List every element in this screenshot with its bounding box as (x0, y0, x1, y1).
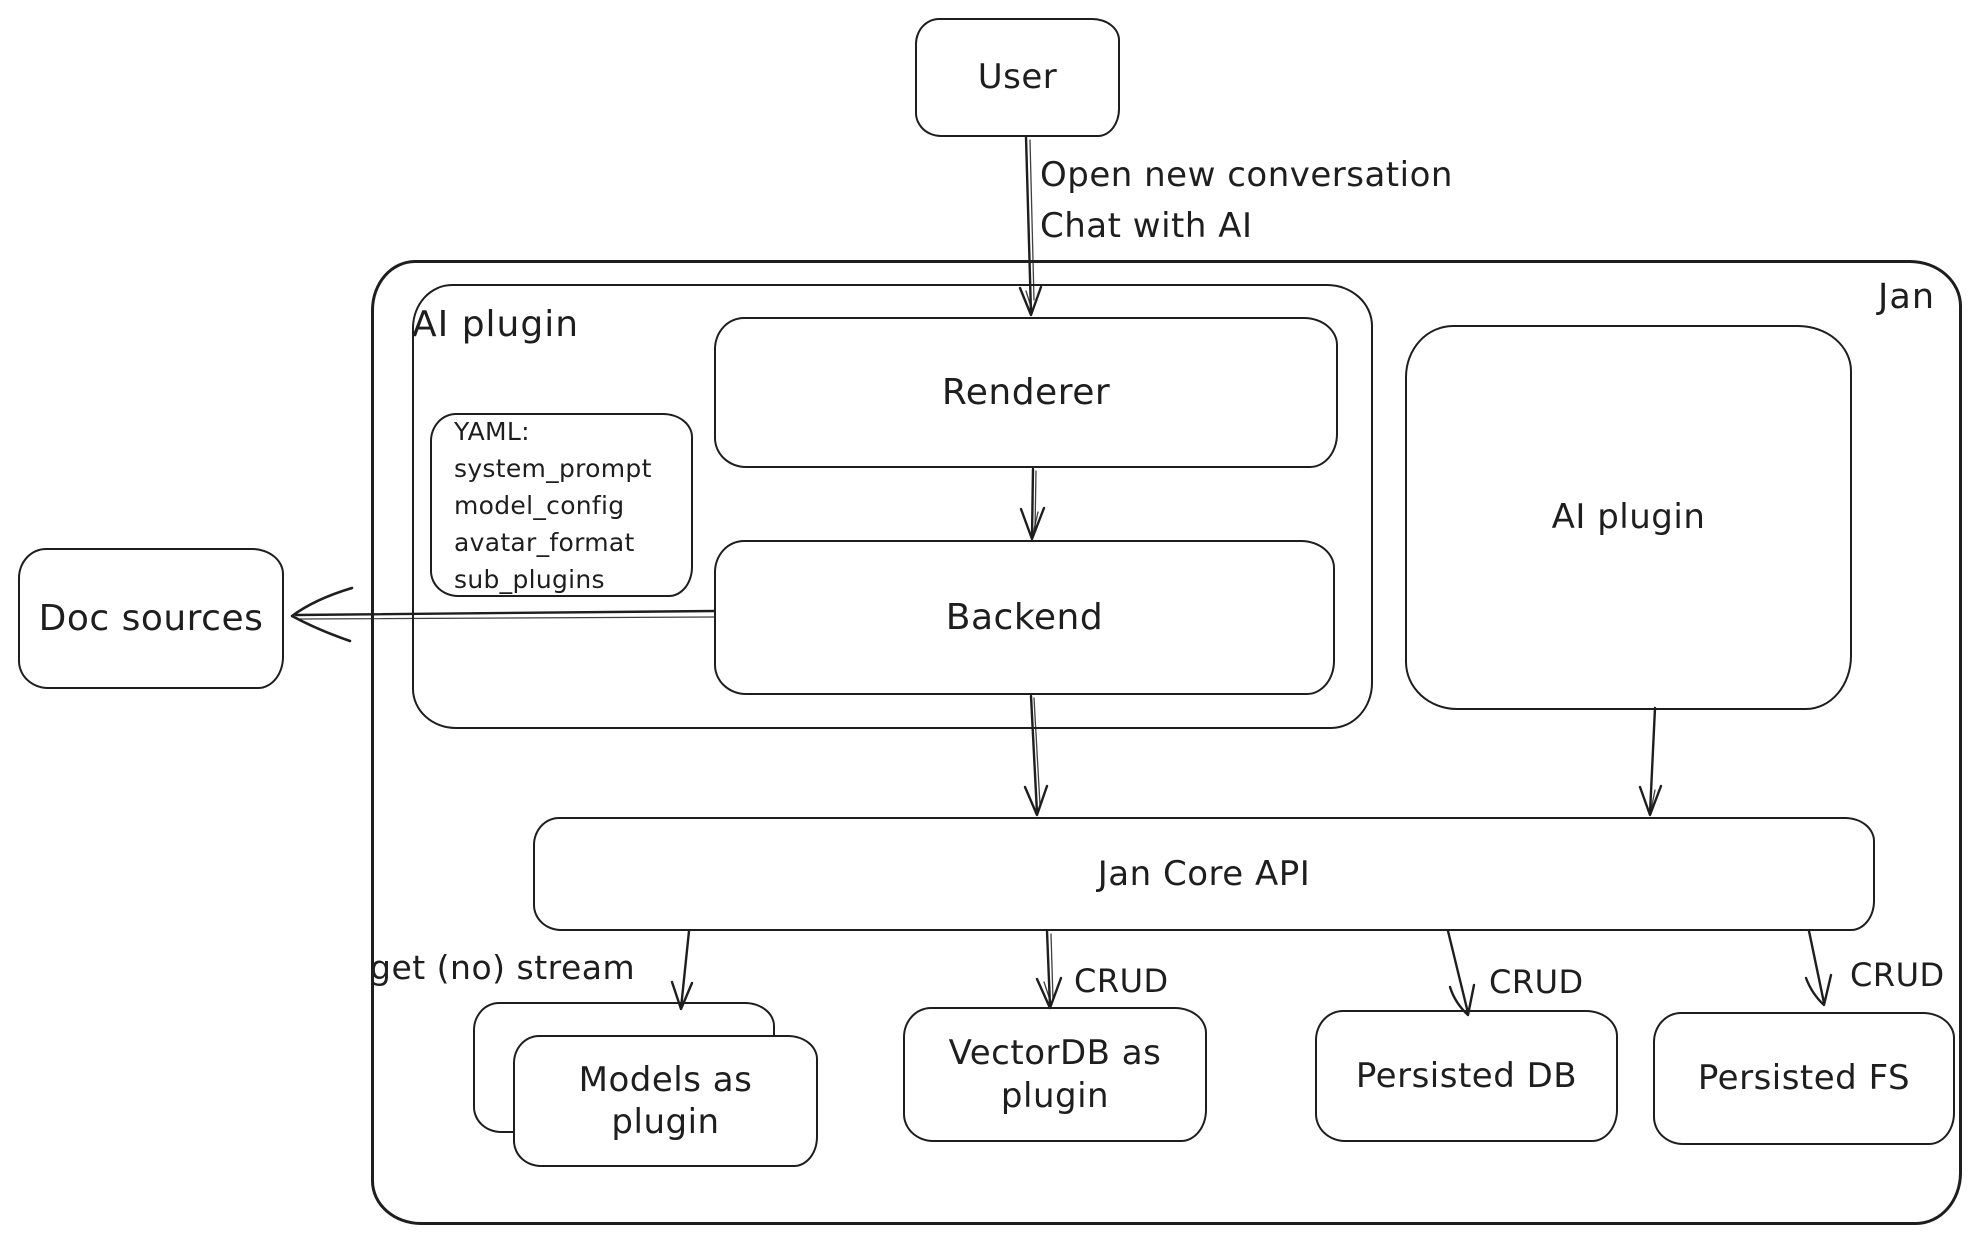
node-renderer-label: Renderer (941, 372, 1111, 413)
yaml-line-title: YAML: (454, 416, 530, 446)
node-backend-label: Backend (945, 597, 1104, 638)
node-vectordb-plugin-label: VectorDB as plugin (948, 1033, 1162, 1116)
node-user-label: User (977, 57, 1058, 98)
edge-label-get-no-stream: get (no) stream (370, 948, 636, 987)
jan-container-label: Jan (1878, 277, 1935, 317)
node-doc-sources: Doc sources (18, 548, 284, 689)
node-backend: Backend (714, 540, 1335, 695)
edge-label-crud-persisted-db: CRUD (1489, 963, 1584, 1001)
node-jan-container: Jan (371, 260, 1962, 1225)
node-persisted-fs-label: Persisted FS (1697, 1058, 1911, 1099)
edge-label-open-conversation-line2: Chat with AI (1040, 206, 1253, 246)
edge-label-crud-persisted-fs: CRUD (1850, 956, 1945, 994)
node-persisted-fs: Persisted FS (1653, 1012, 1955, 1145)
node-yaml-note: YAML: system_prompt model_config avatar_… (430, 413, 693, 597)
node-ai-plugin: AI plugin (1405, 325, 1852, 710)
yaml-note-lines: YAML: system_prompt model_config avatar_… (432, 413, 691, 598)
yaml-line-model-config: model_config (454, 490, 625, 520)
node-jan-core-api-label: Jan Core API (1097, 853, 1311, 894)
node-models-plugin: Models as plugin (513, 1035, 818, 1167)
edge-label-crud-vectordb: CRUD (1074, 962, 1169, 1000)
node-renderer: Renderer (714, 317, 1338, 468)
node-doc-sources-label: Doc sources (38, 598, 264, 639)
node-persisted-db-label: Persisted DB (1355, 1055, 1578, 1096)
edge-label-open-conversation-line1: Open new conversation (1040, 155, 1453, 195)
yaml-line-sub-plugins: sub_plugins (454, 564, 605, 594)
node-ai-plugin-container: AI plugin (412, 284, 1373, 729)
node-user: User (915, 18, 1120, 137)
yaml-line-system-prompt: system_prompt (454, 453, 652, 483)
ai-plugin-container-label: AI plugin (412, 304, 580, 345)
node-jan-core-api: Jan Core API (533, 817, 1875, 931)
node-vectordb-plugin: VectorDB as plugin (903, 1007, 1207, 1142)
node-ai-plugin-label: AI plugin (1551, 497, 1706, 538)
edge-label-open-conversation: Open new conversation Chat with AI (1040, 150, 1453, 252)
node-models-plugin-label: Models as plugin (578, 1059, 753, 1143)
node-persisted-db: Persisted DB (1315, 1010, 1618, 1142)
yaml-line-avatar-format: avatar_format (454, 527, 635, 557)
